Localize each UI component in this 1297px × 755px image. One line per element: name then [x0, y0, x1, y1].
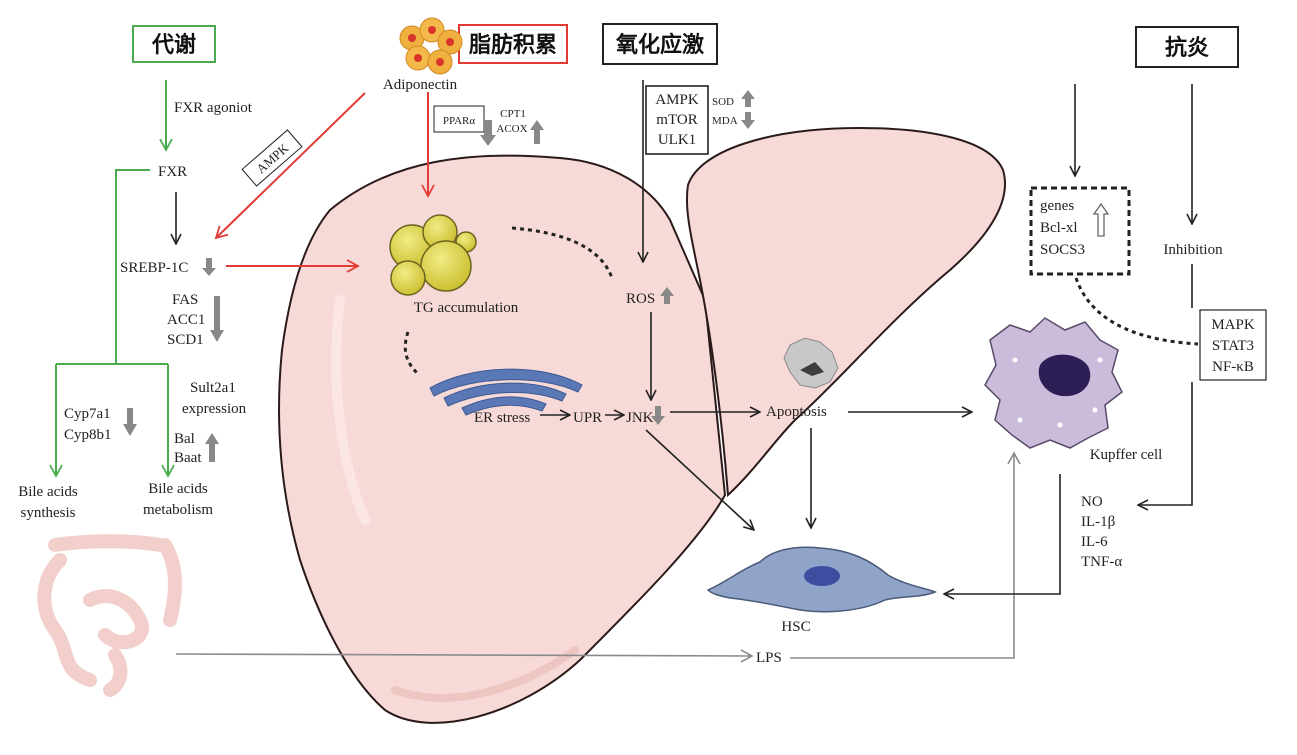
- adiponectin-label: Adiponectin: [383, 77, 458, 93]
- cyp7a1-label: Cyp7a1: [64, 406, 111, 422]
- down-arrow-icon: [210, 296, 224, 342]
- liver-highlight: [331, 295, 370, 525]
- ampk-tag: AMPK: [241, 129, 303, 187]
- header-metabolism-label: 代谢: [151, 32, 196, 58]
- ulk1-label: ULK1: [658, 132, 696, 148]
- expression-label: expression: [182, 401, 247, 417]
- genes-label: genes: [1040, 198, 1074, 214]
- bile-metabolism-label-1: Bile acids: [148, 481, 208, 497]
- srebp-label: SREBP-1C: [120, 260, 188, 276]
- arrow-inhibition-cytokines: [1138, 382, 1193, 505]
- up-arrow-icon: [205, 433, 219, 462]
- fas-label: FAS: [172, 292, 198, 308]
- liver-left-lobe: [278, 154, 727, 724]
- jnk-label: JNK: [626, 410, 654, 426]
- dotted-tg-ros: [511, 226, 614, 279]
- header-fat-label: 脂肪积累: [469, 32, 557, 58]
- inhibition-label: Inhibition: [1163, 242, 1223, 258]
- stat3-label: STAT3: [1212, 338, 1254, 354]
- bile-metabolism-label-2: metabolism: [143, 502, 213, 518]
- down-arrow-icon: [202, 258, 216, 276]
- lipid-droplets-icon: [389, 214, 477, 296]
- arrow-adiponectin-srebp: [214, 92, 366, 240]
- no-label: NO: [1081, 494, 1103, 510]
- ros-label: ROS: [626, 291, 655, 307]
- mtor-label: mTOR: [656, 112, 697, 128]
- socs3-label: SOCS3: [1040, 242, 1085, 258]
- cpt1-label: CPT1: [500, 108, 526, 120]
- ppara-box: [433, 105, 485, 133]
- il1b-label: IL-1β: [1081, 514, 1115, 530]
- down-arrow-icon: [651, 406, 665, 425]
- baat-label: Baat: [174, 450, 202, 466]
- header-oxidative-stress: 氧化应激: [602, 23, 718, 65]
- upr-label: UPR: [573, 410, 602, 426]
- genes-box: [1029, 186, 1131, 276]
- tg-accumulation-label: TG accumulation: [414, 300, 519, 316]
- acox-label: ACOX: [496, 123, 527, 135]
- header-anti-label: 抗炎: [1165, 35, 1209, 61]
- mapk-label: MAPK: [1211, 317, 1255, 333]
- scd1-label: SCD1: [167, 332, 204, 348]
- ampk-mtor-ulk1-box: [645, 85, 709, 155]
- liver-right-lobe: [685, 126, 1006, 498]
- up-arrow-icon: [530, 120, 544, 144]
- bal-label: Bal: [174, 431, 195, 447]
- apoptotic-cell-icon: [783, 337, 839, 389]
- arrow-lps-kupffer: [790, 451, 1021, 659]
- green-bracket-fxr: [115, 169, 150, 364]
- hsc-label: HSC: [781, 619, 810, 635]
- bile-synthesis-label-1: Bile acids: [18, 484, 78, 500]
- endoplasmic-reticulum-icon: [429, 368, 583, 416]
- fxr-agonist-label: FXR agoniot: [174, 100, 253, 116]
- header-anti-inflammation: 抗炎: [1135, 26, 1239, 68]
- kupffer-label: Kupffer cell: [1090, 447, 1163, 463]
- ampk-label: AMPK: [655, 92, 699, 108]
- il6-label: IL-6: [1081, 534, 1108, 550]
- hepatic-stellate-cell-icon: [706, 546, 938, 613]
- up-arrow-icon: [1092, 202, 1110, 237]
- down-arrow-icon: [741, 112, 755, 129]
- adiponectin-icon: [399, 17, 463, 75]
- up-arrow-icon: [660, 287, 674, 304]
- liver-shadow: [391, 646, 579, 702]
- intestine-illustration: [37, 534, 182, 697]
- sod-label: SOD: [712, 96, 734, 108]
- arrow-jnk-hsc: [645, 429, 754, 530]
- acc1-label: ACC1: [167, 312, 205, 328]
- bile-synthesis-label-2: synthesis: [20, 505, 75, 521]
- sult2a1-label: Sult2a1: [190, 380, 236, 396]
- up-arrow-icon: [741, 90, 755, 107]
- fxr-label: FXR: [158, 164, 187, 180]
- cyp8b1-label: Cyp8b1: [64, 427, 112, 443]
- mda-label: MDA: [712, 115, 738, 127]
- dotted-tg-er: [403, 331, 420, 376]
- mapk-stat3-nfkb-box: [1199, 309, 1267, 381]
- kupffer-cell-icon: [984, 317, 1123, 449]
- arrow-intestine-lps: [175, 649, 754, 663]
- down-arrow-icon: [480, 120, 496, 146]
- down-arrow-icon: [123, 408, 137, 436]
- lps-label: LPS: [756, 650, 782, 666]
- arrow-kupffer-hsc: [944, 474, 1061, 594]
- ppara-label: PPARα: [443, 115, 476, 127]
- apoptosis-label: Apoptosis: [766, 404, 827, 420]
- header-oxidative-label: 氧化应激: [615, 32, 704, 58]
- header-fat-accumulation: 脂肪积累: [458, 24, 568, 64]
- er-stress-label: ER stress: [474, 410, 530, 426]
- nfkb-label: NF-κB: [1212, 359, 1254, 375]
- tnfa-label: TNF-α: [1081, 554, 1122, 570]
- bclxl-label: Bcl-xl: [1040, 220, 1078, 236]
- liver-illustration: [278, 126, 1006, 724]
- header-metabolism: 代谢: [132, 25, 216, 63]
